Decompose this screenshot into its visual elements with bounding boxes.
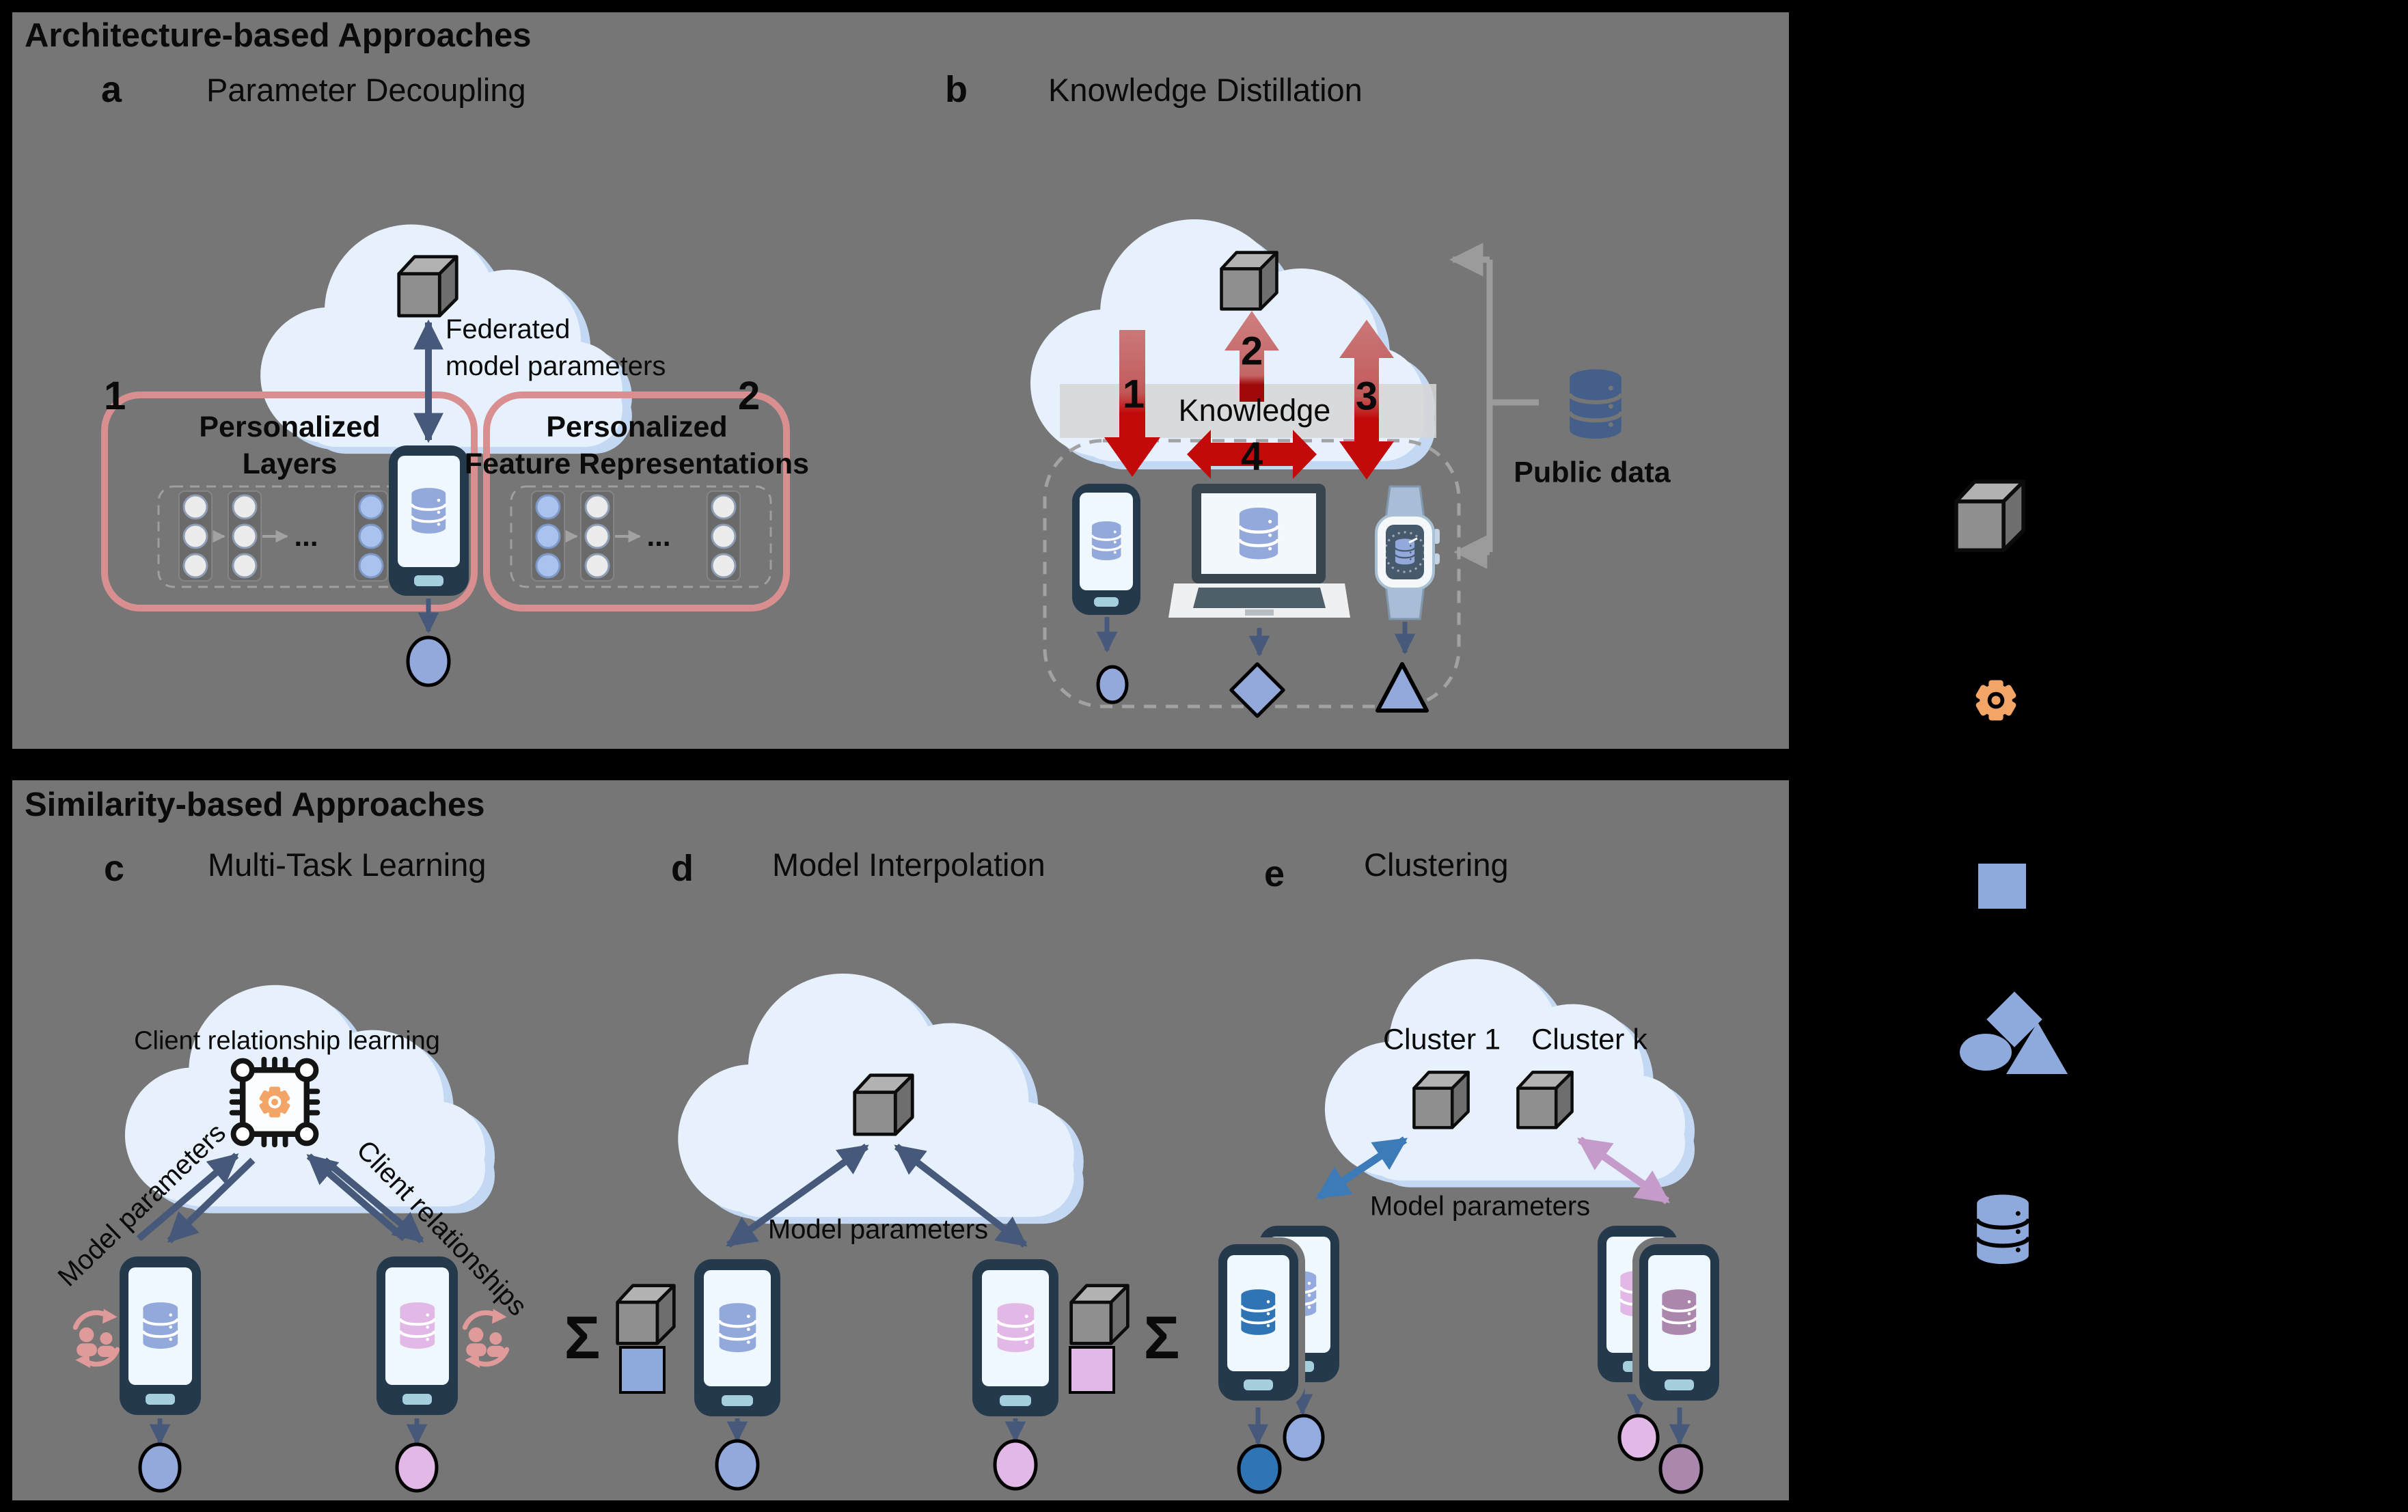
box1-label-line2: Layers bbox=[242, 448, 338, 480]
phone-e-left-front bbox=[1218, 1244, 1298, 1401]
box2-label-line1: Personalized bbox=[546, 411, 728, 443]
kd-arrow-2 bbox=[1224, 311, 1279, 402]
global-model-cube-b bbox=[1222, 253, 1277, 310]
phone-d-left bbox=[694, 1259, 780, 1416]
model-parameters-label-d: Model parameters bbox=[767, 1214, 989, 1245]
legend-data-shapes-icon bbox=[1960, 991, 2068, 1074]
kd-arrow-3 bbox=[1339, 320, 1394, 480]
panel-b-letter: b bbox=[945, 69, 968, 110]
legend-square-icon bbox=[1978, 864, 2026, 909]
cluster-1-label: Cluster 1 bbox=[1382, 1023, 1501, 1056]
local-data-db-icon bbox=[995, 1302, 1037, 1355]
clusterk-model-cube bbox=[1518, 1072, 1572, 1127]
people-sync-icon-right bbox=[465, 1309, 506, 1368]
phone-c-left bbox=[120, 1256, 201, 1415]
sigma-right: Σ bbox=[1143, 1304, 1180, 1371]
phone-b bbox=[1072, 484, 1140, 615]
interp-cube-right bbox=[1071, 1286, 1128, 1344]
clients-group-box bbox=[1043, 439, 1461, 709]
chip-gear-icon bbox=[229, 1056, 320, 1148]
panel-e-letter: e bbox=[1264, 853, 1285, 894]
local-data-db-icon bbox=[1660, 1289, 1699, 1337]
steel-arrows bbox=[136, 319, 1691, 1446]
box2-label-line2: Feature Representations bbox=[464, 448, 810, 480]
public-data-db-icon bbox=[1570, 370, 1622, 439]
kd-arrow-1 bbox=[1104, 330, 1160, 477]
kd-step-2-label: 2 bbox=[1240, 329, 1263, 374]
interp-cube-left bbox=[618, 1286, 674, 1344]
federated-params-label-line2: model parameters bbox=[446, 351, 666, 381]
public-data-connector bbox=[1449, 243, 1539, 569]
architecture-section-title: Architecture-based Approaches bbox=[25, 17, 532, 54]
knowledge-label: Knowledge bbox=[1178, 393, 1331, 428]
global-model-cube-a bbox=[399, 257, 456, 316]
panel-b-title: Knowledge Distillation bbox=[1048, 72, 1363, 108]
laptop-icon bbox=[1168, 484, 1350, 618]
kd-step-1-label: 1 bbox=[1122, 372, 1145, 417]
phone-c-right bbox=[377, 1256, 458, 1415]
kd-step-4-label: 4 bbox=[1240, 434, 1263, 479]
clusterk-arrow bbox=[1577, 1136, 1670, 1205]
legend-gear-icon bbox=[1975, 680, 2017, 721]
box2-number: 2 bbox=[738, 374, 761, 418]
kd-step-3-label: 3 bbox=[1355, 374, 1378, 419]
data-distribution-shapes bbox=[138, 635, 1704, 1494]
nn-ellipsis-2: ... bbox=[646, 520, 671, 552]
cluster-k-label: Cluster k bbox=[1531, 1023, 1647, 1056]
personalized-features-box bbox=[483, 391, 790, 611]
panel-d-letter: d bbox=[671, 848, 694, 889]
local-data-db-icon bbox=[398, 1302, 437, 1351]
phone-a bbox=[389, 445, 469, 596]
global-model-cube-d bbox=[855, 1075, 912, 1134]
box1-number: 1 bbox=[104, 374, 126, 418]
panel-c-letter: c bbox=[104, 848, 125, 889]
phone-d-right bbox=[972, 1259, 1058, 1416]
local-data-db-icon bbox=[409, 487, 448, 536]
similarity-section-title: Similarity-based Approaches bbox=[25, 786, 485, 823]
smartwatch-icon bbox=[1375, 485, 1440, 620]
cluster1-arrow bbox=[1315, 1136, 1408, 1200]
local-data-db-icon bbox=[1239, 1289, 1278, 1337]
client-relationship-learning-label: Client relationship learning bbox=[134, 1026, 440, 1056]
local-data-db-icon bbox=[717, 1302, 758, 1355]
model-parameters-label-e: Model parameters bbox=[1369, 1191, 1591, 1222]
box1-label-line1: Personalized bbox=[199, 411, 381, 443]
public-data-label: Public data bbox=[1514, 456, 1671, 489]
phone-e-right-front bbox=[1639, 1244, 1719, 1401]
legend-database-icon bbox=[1977, 1195, 2029, 1264]
panel-c-title: Multi-Task Learning bbox=[208, 847, 487, 883]
panel-a-title: Parameter Decoupling bbox=[206, 72, 526, 108]
kd-arrow-4 bbox=[1187, 430, 1317, 479]
local-data-db-icon bbox=[1090, 521, 1123, 562]
nn-nodes bbox=[182, 494, 737, 579]
panel-e-title: Clustering bbox=[1364, 847, 1509, 883]
people-sync-icon-left bbox=[75, 1309, 117, 1368]
nn-ellipsis-1: ... bbox=[294, 520, 318, 552]
kd-step-arrows bbox=[1104, 311, 1394, 480]
sigma-left: Σ bbox=[564, 1304, 601, 1371]
federated-params-label-line1: Federated bbox=[446, 314, 571, 344]
panel-a-letter: a bbox=[101, 69, 122, 110]
panel-d-title: Model Interpolation bbox=[772, 847, 1045, 883]
cluster1-model-cube bbox=[1414, 1072, 1468, 1127]
local-data-db-icon bbox=[141, 1302, 180, 1351]
legend-model-cube-icon bbox=[1956, 482, 2023, 550]
